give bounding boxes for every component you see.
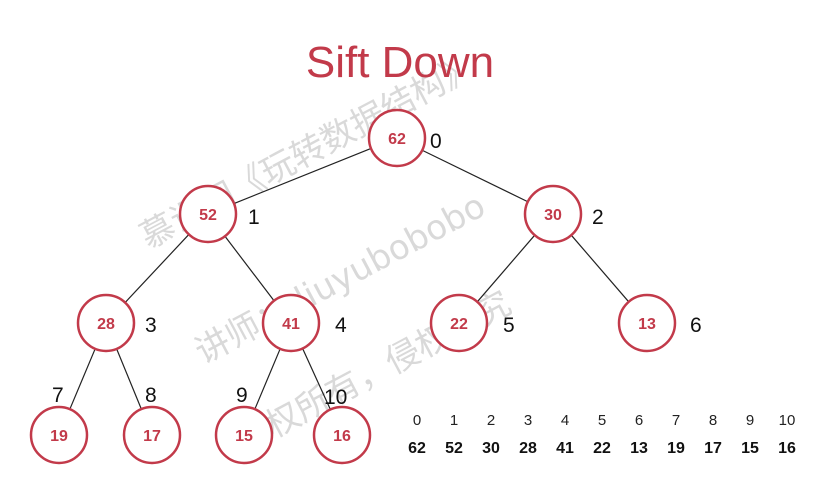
array-value: 62 [408,440,426,457]
array-index: 2 [486,412,496,429]
node-index-label: 9 [236,384,248,407]
tree-edge [116,348,142,410]
node-index-label: 8 [145,384,157,407]
array-index: 9 [745,412,755,429]
tree-edge [233,147,372,205]
array-value: 15 [741,440,759,457]
node-value: 52 [199,207,217,224]
array-value: 13 [630,440,648,457]
tree-edge [124,234,190,303]
array-value: 22 [593,440,611,457]
array-index: 10 [778,412,796,429]
node-value: 30 [544,207,562,224]
tree-node: 52 1 [178,184,260,244]
array-value: 41 [556,440,574,457]
node-circle [617,293,677,353]
array-value: 16 [778,440,796,457]
node-index-label: 0 [430,130,442,153]
array-index: 1 [449,412,459,429]
array-index: 5 [597,412,607,429]
node-value: 19 [50,428,68,445]
node-circle [122,405,182,465]
tree-node: 15 9 [214,384,274,465]
node-index-label: 2 [592,206,604,229]
array-index: 0 [412,412,422,429]
tree-node: 28 3 [76,293,157,353]
node-value: 62 [388,131,406,148]
node-value: 16 [333,428,351,445]
tree-node: 17 8 [122,384,182,465]
tree-edge [570,234,630,303]
array-value: 17 [704,440,722,457]
node-circle [312,405,372,465]
node-index-label: 7 [52,384,64,407]
node-circle [214,405,274,465]
tree-edge [421,149,529,203]
node-circle [367,108,427,168]
array-index: 6 [634,412,644,429]
node-index-label: 6 [690,314,702,337]
node-value: 15 [235,428,253,445]
tree-edge [69,348,96,410]
tree-node: 30 2 [523,184,604,244]
node-value: 28 [97,316,115,333]
array-index: 7 [671,412,681,429]
tree-edge [302,348,331,410]
node-index-label: 4 [335,314,347,337]
array-index: 4 [560,412,570,429]
node-value: 13 [638,316,656,333]
tree-node: 13 6 [617,293,702,353]
node-circle [76,293,136,353]
tree-node: 62 0 [367,108,442,168]
node-circle [29,405,89,465]
node-value: 22 [450,316,468,333]
tree-edge [476,234,536,303]
array-index: 3 [523,412,533,429]
node-circle [261,293,321,353]
array-index: 8 [708,412,718,429]
tree-node: 41 4 [261,293,347,353]
tree-edge [224,235,275,302]
node-index-label: 3 [145,314,157,337]
array-value: 28 [519,440,537,457]
node-circle [429,293,489,353]
tree-node: 19 7 [29,384,89,465]
node-index-label: 1 [248,206,260,229]
tree-edge [254,348,281,410]
node-index-label: 5 [503,314,515,337]
node-circle [523,184,583,244]
array-value: 30 [482,440,500,457]
array-value: 52 [445,440,463,457]
node-value: 41 [282,316,300,333]
node-value: 17 [143,428,161,445]
node-circle [178,184,238,244]
tree-node: 22 5 [429,293,515,353]
diagram-title: Sift Down [305,38,495,87]
array-value: 19 [667,440,685,457]
node-index-label: 10 [324,386,347,409]
